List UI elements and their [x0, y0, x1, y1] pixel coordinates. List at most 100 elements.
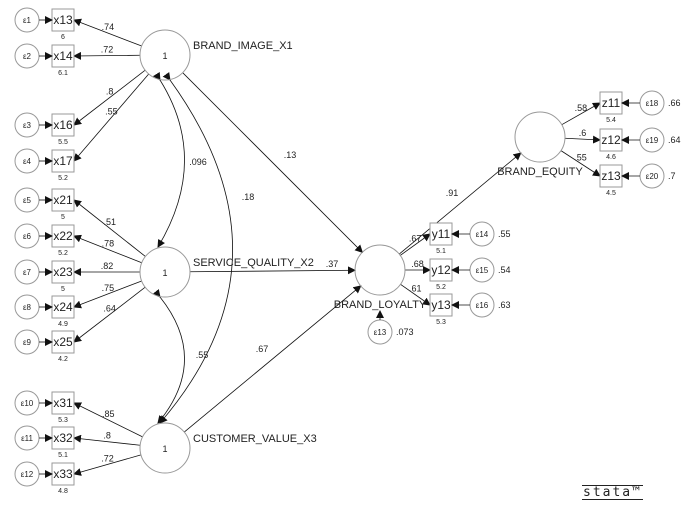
error-label: ε19	[646, 136, 659, 145]
loading-arrow-y11	[400, 233, 431, 256]
disturbance-variance: .073	[396, 327, 414, 337]
latent-label: BRAND_EQUITY	[497, 166, 583, 178]
indicator-intercept: 5.1	[436, 248, 446, 255]
loading-coef: .64	[103, 304, 116, 314]
indicator-intercept: 5	[61, 214, 65, 221]
error-label: ε11	[21, 434, 33, 443]
indicator-label: x32	[53, 431, 73, 445]
indicator-label: x21	[53, 193, 73, 207]
loading-coef: .74	[102, 22, 115, 32]
path-coef: .67	[256, 344, 269, 354]
latent-CV	[139, 422, 191, 474]
indicator-label: y11	[432, 227, 451, 241]
loading-coef: .72	[101, 45, 114, 55]
indicator-label: y12	[431, 263, 451, 277]
loading-coef: .8	[106, 87, 114, 97]
loading-coef: .58	[575, 103, 588, 113]
indicator-label: x23	[53, 265, 73, 279]
error-variance: .64	[668, 135, 681, 145]
error-label: ε14	[476, 230, 489, 239]
covariance-BI-CV	[159, 71, 233, 424]
error-variance: .55	[498, 229, 511, 239]
error-variance: .66	[668, 98, 681, 108]
path-BL-BE	[398, 152, 522, 255]
error-variance: .7	[668, 171, 676, 181]
latent-BI	[139, 29, 191, 81]
latent-BE	[514, 111, 566, 163]
latent-label: BRAND_IMAGE_X1	[193, 40, 293, 52]
error-label: ε8	[23, 303, 32, 312]
loading-coef: .8	[103, 431, 111, 441]
indicator-intercept: 4.6	[606, 154, 616, 161]
indicator-label: z13	[601, 169, 621, 183]
indicator-intercept: 5.1	[58, 452, 68, 459]
loading-arrow-x24	[73, 280, 142, 309]
indicator-label: x14	[53, 49, 73, 63]
error-label: ε16	[476, 301, 489, 310]
path-CV-BL	[184, 285, 362, 433]
loading-arrow-y13	[400, 284, 431, 306]
error-label: ε5	[23, 196, 32, 205]
indicator-intercept: 5.2	[58, 175, 68, 182]
latent-variance: 1	[162, 444, 167, 454]
covariance-coef: .096	[189, 157, 207, 167]
indicator-intercept: 5	[61, 286, 65, 293]
indicator-intercept: 5.4	[606, 117, 616, 124]
path-BI-BL	[182, 72, 364, 254]
loading-coef: .72	[101, 453, 114, 463]
error-label: ε10	[21, 399, 34, 408]
loading-arrow-x17	[73, 73, 150, 162]
loading-arrow-z13	[560, 150, 601, 177]
indicator-label: x13	[53, 13, 73, 27]
error-label: ε3	[23, 121, 32, 130]
indicator-intercept: 5.5	[58, 139, 68, 146]
indicator-intercept: 4.9	[58, 321, 68, 328]
indicator-intercept: 5.2	[436, 284, 446, 291]
covariance-coef: .18	[242, 192, 255, 202]
covariance-coef: .55	[196, 350, 209, 360]
loading-arrow-x31	[73, 402, 143, 438]
indicator-intercept: 4.5	[606, 190, 616, 197]
stata-logo: stata™	[582, 485, 643, 500]
error-label: ε9	[23, 338, 32, 347]
indicator-intercept: 4.2	[58, 356, 68, 363]
indicator-label: y13	[431, 298, 451, 312]
indicator-intercept: 5.3	[436, 319, 446, 326]
loading-coef: .55	[574, 152, 587, 162]
indicator-label: x33	[53, 467, 73, 481]
latent-BL	[354, 244, 406, 296]
indicator-intercept: 4.8	[58, 488, 68, 495]
error-label: ε18	[646, 99, 659, 108]
disturbance-label: ε13	[374, 328, 387, 337]
error-label: ε1	[23, 16, 32, 25]
loading-arrow-x22	[73, 234, 142, 264]
covariance-SQ-CV	[152, 289, 185, 424]
error-label: ε20	[646, 172, 659, 181]
covariance-BI-SQ	[152, 71, 185, 248]
path-coef: .91	[446, 188, 459, 198]
path-coef: .13	[284, 150, 297, 160]
indicator-label: x22	[53, 229, 73, 243]
loading-coef: .82	[101, 261, 114, 271]
path-coef: .37	[326, 259, 339, 269]
loading-coef: .75	[102, 283, 115, 293]
indicator-intercept: 6.1	[58, 70, 68, 77]
indicator-label: x16	[53, 118, 73, 132]
error-label: ε6	[23, 232, 32, 241]
loading-coef: .61	[409, 284, 422, 294]
indicator-label: x24	[53, 300, 73, 314]
error-label: ε7	[23, 268, 32, 277]
loading-arrow-x25	[73, 286, 146, 343]
loading-coef: .51	[103, 217, 116, 227]
loading-arrow-x21	[73, 199, 146, 257]
loading-arrow-x13	[73, 18, 142, 47]
path-SQ-BL	[189, 266, 357, 275]
loading-arrow-x14	[73, 51, 141, 60]
loading-coef: .6	[579, 128, 587, 138]
loading-arrow-z12	[564, 135, 601, 144]
indicator-label: x17	[53, 154, 73, 168]
error-label: ε2	[23, 52, 32, 61]
indicator-label: z12	[601, 133, 621, 147]
loading-coef: .55	[105, 106, 118, 116]
